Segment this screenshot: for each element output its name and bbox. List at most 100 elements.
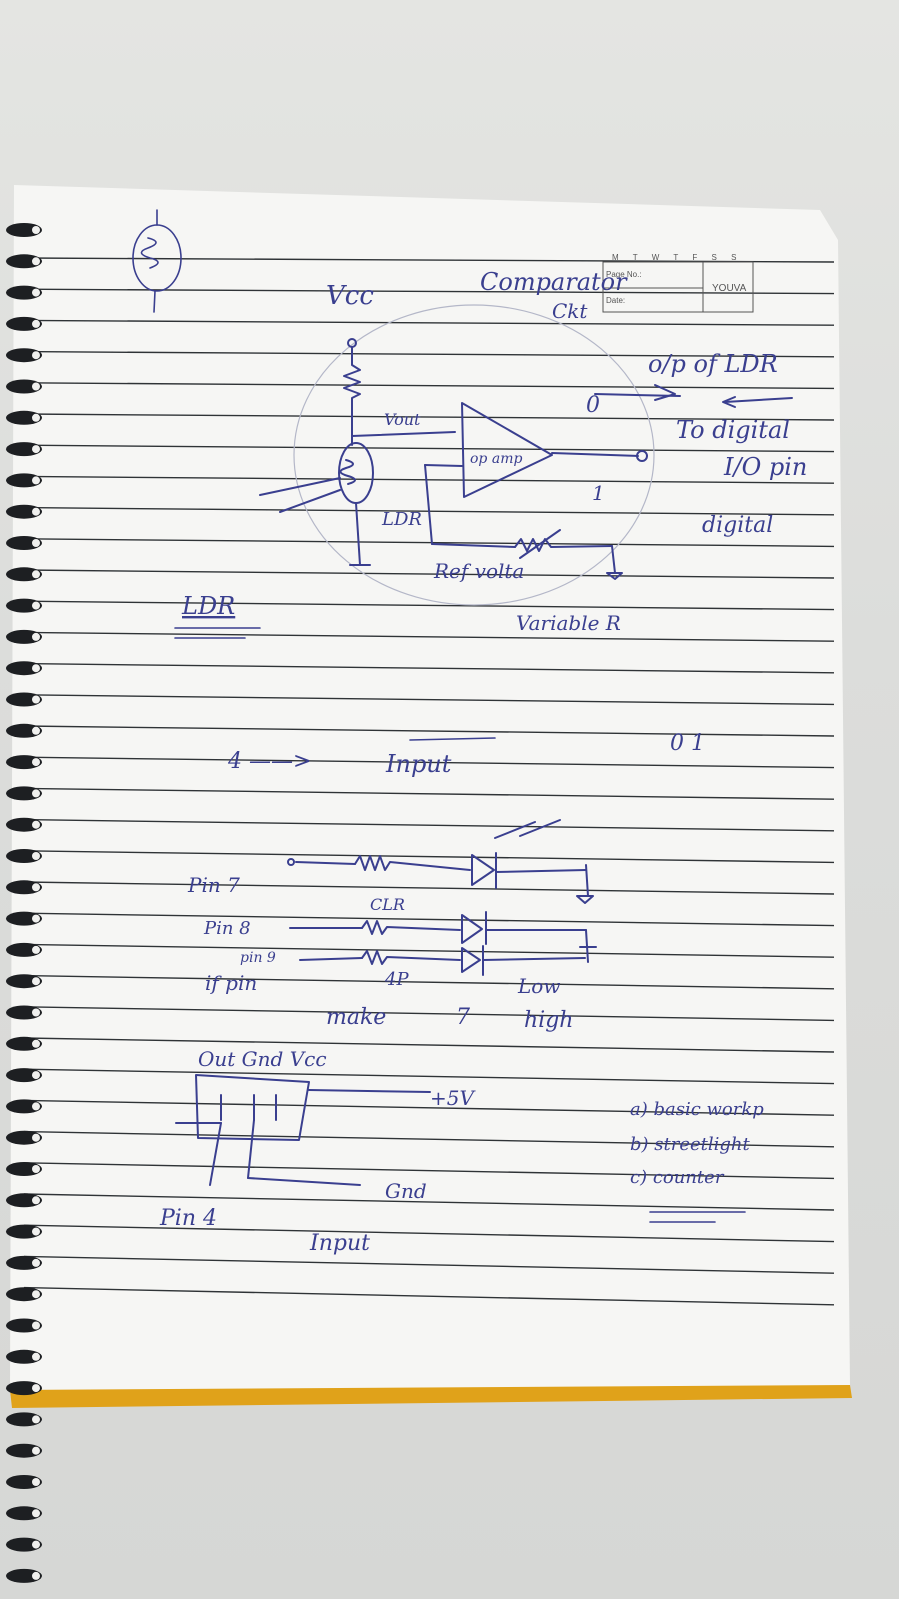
pin4-label: Pin 4 xyxy=(159,1206,217,1231)
input2-label: Input xyxy=(309,1231,370,1256)
date-label: Date: xyxy=(606,296,625,305)
spiral-ring xyxy=(6,1130,42,1145)
spiral-ring xyxy=(6,1537,42,1552)
spiral-ring xyxy=(6,348,42,363)
ruled-line xyxy=(23,912,835,927)
spiral-ring xyxy=(6,410,42,425)
spiral-ring xyxy=(6,723,42,738)
spiral-ring xyxy=(6,567,42,582)
brand-label: YOUVA xyxy=(712,283,747,294)
ruled-line xyxy=(23,631,835,642)
spiral-ring xyxy=(6,1255,42,1270)
ruled-line xyxy=(23,850,835,864)
ruled-line xyxy=(23,382,835,390)
ruled-line xyxy=(23,1286,835,1306)
ldr-symbol-icon xyxy=(132,209,182,313)
ruled-line xyxy=(23,1162,835,1180)
low-label: Low xyxy=(517,974,560,998)
ruled-line xyxy=(23,818,835,832)
ruled-line xyxy=(23,974,835,990)
ruled-line xyxy=(23,662,835,674)
ckt-label: Ckt xyxy=(552,299,588,323)
ruled-line xyxy=(23,475,835,484)
spiral-ring xyxy=(6,442,42,457)
spiral-ring xyxy=(6,504,42,519)
spiral-ring xyxy=(6,974,42,989)
ref-voltage-label: Ref volta xyxy=(433,559,524,583)
seven-label: 7 xyxy=(456,1005,470,1030)
ruled-line xyxy=(23,1006,835,1022)
ruled-line xyxy=(23,1193,835,1211)
comparator-label: Comparator xyxy=(480,268,628,296)
ruled-line xyxy=(23,1255,835,1274)
vcc-label: Vcc xyxy=(326,281,374,311)
high-label: high xyxy=(524,1008,573,1033)
vout-label: Vout xyxy=(384,410,421,429)
spiral-ring xyxy=(6,692,42,707)
ruled-line xyxy=(23,725,835,737)
ruled-line xyxy=(23,1099,835,1116)
weekday-row: M T W T F S S xyxy=(612,253,736,262)
led-pin-diagram xyxy=(287,819,597,976)
ruled-line xyxy=(23,694,835,706)
ldr-heading: LDR xyxy=(181,592,235,620)
page-no-label: Page No.: xyxy=(606,270,642,279)
opamp-label: op amp xyxy=(470,451,522,467)
input-label: Input xyxy=(385,750,452,778)
spiral-ring xyxy=(6,1506,42,1521)
spiral-ring xyxy=(6,1162,42,1176)
to-digital-label: To digital xyxy=(676,416,790,444)
spiral-ring xyxy=(6,849,42,863)
ruled-line xyxy=(23,350,835,358)
io-pin-label: I/O pin xyxy=(723,453,807,481)
make-label: make xyxy=(326,1005,386,1030)
spiral-ring xyxy=(6,817,42,832)
one-mark: 1 xyxy=(592,481,605,505)
list-item-c: c) counter xyxy=(630,1167,725,1188)
spiral-ring xyxy=(6,1568,42,1583)
four-arrow-label: 4 ——> xyxy=(227,749,311,774)
spiral-ring xyxy=(6,1224,42,1239)
ruled-line xyxy=(23,787,835,800)
ruled-line xyxy=(23,1224,835,1243)
ruled-line xyxy=(23,1068,835,1085)
gnd-label: Gnd xyxy=(385,1179,427,1203)
if-pin-label: if pin xyxy=(205,971,257,995)
spiral-ring xyxy=(6,1443,42,1458)
spiral-ring xyxy=(6,942,42,957)
spiral-ring xyxy=(6,1193,42,1208)
spiral-ring xyxy=(6,880,42,895)
ruled-line xyxy=(23,1037,835,1053)
zero-one-label: 0 1 xyxy=(670,731,705,756)
spiral-ring xyxy=(6,598,42,613)
list-item-a: a) basic workp xyxy=(630,1099,764,1120)
spiral-ring xyxy=(6,316,42,331)
plus5v-label: +5V xyxy=(430,1086,476,1110)
list-item-b: b) streetlight xyxy=(630,1134,751,1155)
ruled-line xyxy=(23,538,835,548)
spiral-ring xyxy=(6,755,42,770)
comparator-circuit-diagram xyxy=(259,304,793,606)
spiral-ring xyxy=(6,254,42,269)
spiral-ring xyxy=(6,1036,42,1051)
spiral-ring xyxy=(6,473,42,488)
spiral-ring xyxy=(6,1318,42,1333)
ruled-line xyxy=(23,600,835,611)
ruled-line xyxy=(23,1130,835,1148)
spiral-ring xyxy=(6,379,42,394)
variable-r-label: Variable R xyxy=(516,611,621,635)
sensor-module-sketch xyxy=(175,1074,431,1186)
ruled-line xyxy=(23,257,835,263)
spiral-ring xyxy=(6,786,42,801)
digital-label: digital xyxy=(702,513,773,538)
spiral-ring xyxy=(6,1287,42,1302)
spiral-ring xyxy=(6,1068,42,1083)
spiral-ring xyxy=(6,629,42,644)
spiral-binding-icon xyxy=(6,223,42,1583)
four-p-label: 4P xyxy=(384,969,409,990)
ruled-line xyxy=(23,413,835,421)
ruled-line xyxy=(23,881,835,895)
spiral-ring xyxy=(6,1005,42,1020)
ruled-line xyxy=(23,569,835,579)
ruled-line xyxy=(23,444,835,453)
